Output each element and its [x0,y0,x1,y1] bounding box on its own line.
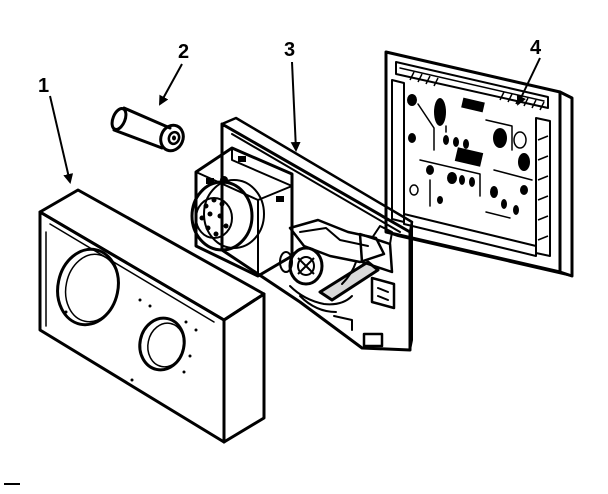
cover-part [38,188,266,444]
leader-line-4 [516,57,541,106]
clock-mechanism-part [190,116,414,352]
leader-line-3 [290,61,301,152]
leader-line-2 [159,63,183,106]
callout-4: 4 [530,37,542,59]
base-plate-part [384,50,574,278]
leader-lines [49,57,541,184]
callout-1: 1 [38,75,49,97]
battery-part [110,106,185,153]
leader-line-1 [49,95,74,184]
callout-2: 2 [178,41,189,63]
callout-3: 3 [284,39,295,61]
